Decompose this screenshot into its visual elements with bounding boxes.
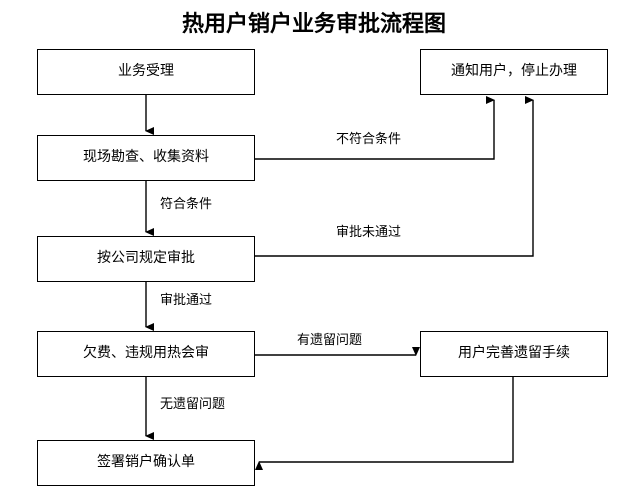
connector-approval-to-notify [255, 96, 534, 257]
page-title: 热用户销户业务审批流程图 [181, 11, 446, 36]
node-sign-confirmation[interactable]: 签署销户确认单 [37, 440, 255, 486]
edge-label-not-qualified: 不符合条件 [336, 131, 402, 146]
node-label: 现场勘查、收集资料 [83, 150, 209, 165]
connector-survey-to-notify [255, 96, 495, 160]
edge-label-no-pending-issues: 无遗留问题 [160, 396, 226, 411]
node-label: 通知用户，停止办理 [451, 64, 577, 79]
node-label: 业务受理 [118, 64, 174, 79]
node-label: 用户完善遗留手续 [458, 346, 570, 361]
connector-remedy-to-sign [255, 377, 514, 470]
node-user-complete-formalities[interactable]: 用户完善遗留手续 [420, 331, 608, 377]
node-company-approval[interactable]: 按公司规定审批 [37, 236, 255, 282]
edge-label-qualified: 符合条件 [160, 196, 213, 211]
edge-label-has-pending-issues: 有遗留问题 [297, 332, 363, 347]
edge-label-approval-passed: 审批通过 [160, 292, 213, 307]
edge-label-approval-rejected: 审批未通过 [336, 224, 402, 239]
node-label: 按公司规定审批 [97, 251, 195, 266]
node-label: 签署销户确认单 [97, 455, 195, 470]
node-label: 欠费、违规用热会审 [83, 346, 209, 361]
node-arrears-review[interactable]: 欠费、违规用热会审 [37, 331, 255, 377]
node-business-acceptance[interactable]: 业务受理 [37, 49, 255, 95]
node-site-survey[interactable]: 现场勘查、收集资料 [37, 135, 255, 181]
node-notify-user-stop[interactable]: 通知用户，停止办理 [420, 49, 608, 95]
